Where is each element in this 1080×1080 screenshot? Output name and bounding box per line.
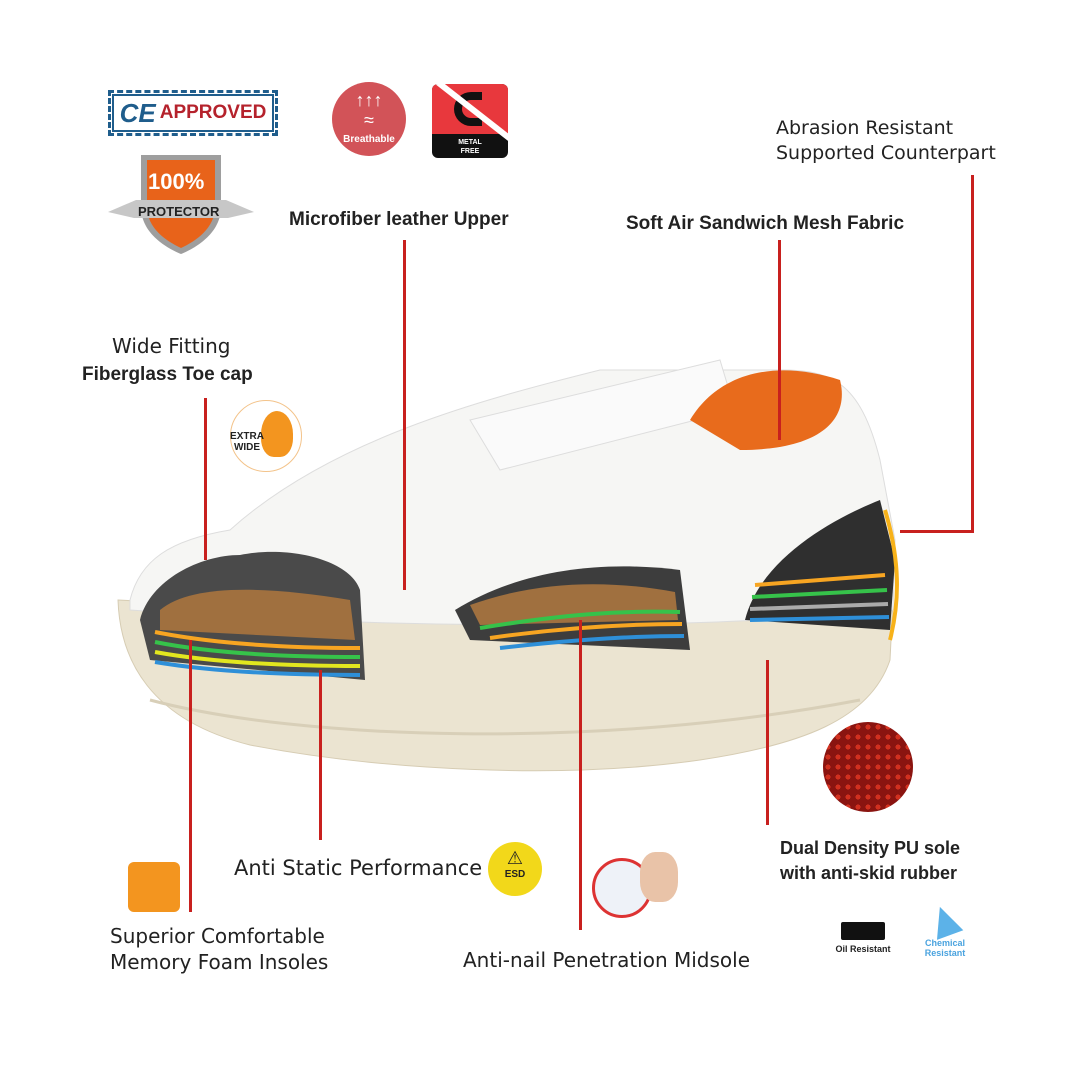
magnet-crossed-icon — [432, 84, 508, 143]
extra-wide-badge: EXTRA WIDE — [230, 400, 302, 472]
sole-texture-circle — [823, 722, 913, 812]
foot-icon — [261, 411, 293, 457]
leader-line-antistatic — [319, 670, 322, 840]
breathable-waves-icon: ↑↑↑≈ — [355, 90, 383, 130]
insole-label-2: Memory Foam Insoles — [110, 950, 329, 974]
toe-cap-label: Fiberglass Toe cap — [82, 364, 253, 385]
metal-free-text: METAL FREE — [458, 139, 482, 155]
esd-badge: ⚠ ESD — [488, 842, 542, 896]
leader-line-abrasion-h — [900, 530, 974, 533]
leader-line-midsole — [579, 620, 582, 930]
metal-free-badge: METAL FREE — [432, 84, 508, 158]
esd-hand-icon: ⚠ — [506, 848, 524, 868]
protector-text: PROTECTOR — [138, 204, 220, 219]
ce-mark: CE — [119, 97, 156, 128]
leader-line-sole — [766, 660, 769, 825]
abrasion-label-2: Supported Counterpart — [776, 142, 996, 164]
hand-holding-sample — [640, 852, 678, 902]
sole-label-1: Dual Density PU sole — [780, 838, 961, 858]
leader-line-mesh — [778, 240, 781, 440]
oil-can-icon — [841, 922, 885, 940]
leader-line-abrasion — [971, 175, 974, 533]
leader-line-microfiber — [403, 240, 406, 590]
leader-line-insole — [189, 640, 192, 912]
insole-label-1: Superior Comfortable — [110, 924, 325, 948]
antistatic-label: Anti Static Performance — [234, 856, 483, 880]
wide-fitting-label: Wide Fitting — [112, 334, 231, 358]
mesh-label: Soft Air Sandwich Mesh Fabric — [626, 213, 905, 234]
hand-press-icon — [128, 862, 180, 912]
breathable-badge: ↑↑↑≈ Breathable — [332, 82, 406, 156]
leader-line-toecap — [204, 398, 207, 560]
flask-icon — [926, 902, 964, 940]
chemical-resistant-badge: Chemical Resistant — [918, 902, 972, 964]
ce-approved-badge: CE APPROVED — [108, 90, 278, 136]
chemical-text-2: Resistant — [924, 948, 966, 958]
sole-label-2: with anti-skid rubber — [780, 863, 958, 883]
extra-wide-text: EXTRA WIDE — [230, 431, 264, 453]
microfiber-label: Microfiber leather Upper — [289, 209, 509, 230]
oil-resistant-text: Oil Resistant — [835, 944, 891, 954]
oil-resistant-badge: Oil Resistant — [830, 914, 896, 960]
breathable-text: Breathable — [343, 134, 395, 145]
ce-approved-text: APPROVED — [159, 102, 267, 123]
chemical-text-1: Chemical — [924, 938, 966, 948]
shield-icon — [108, 155, 254, 254]
abrasion-label-1: Abrasion Resistant — [776, 117, 954, 139]
protector-shield-badge: 100% PROTECTOR — [108, 152, 254, 256]
midsole-label: Anti-nail Penetration Midsole — [463, 948, 751, 972]
esd-text: ESD — [504, 869, 526, 880]
protector-percent: 100% — [148, 169, 205, 194]
